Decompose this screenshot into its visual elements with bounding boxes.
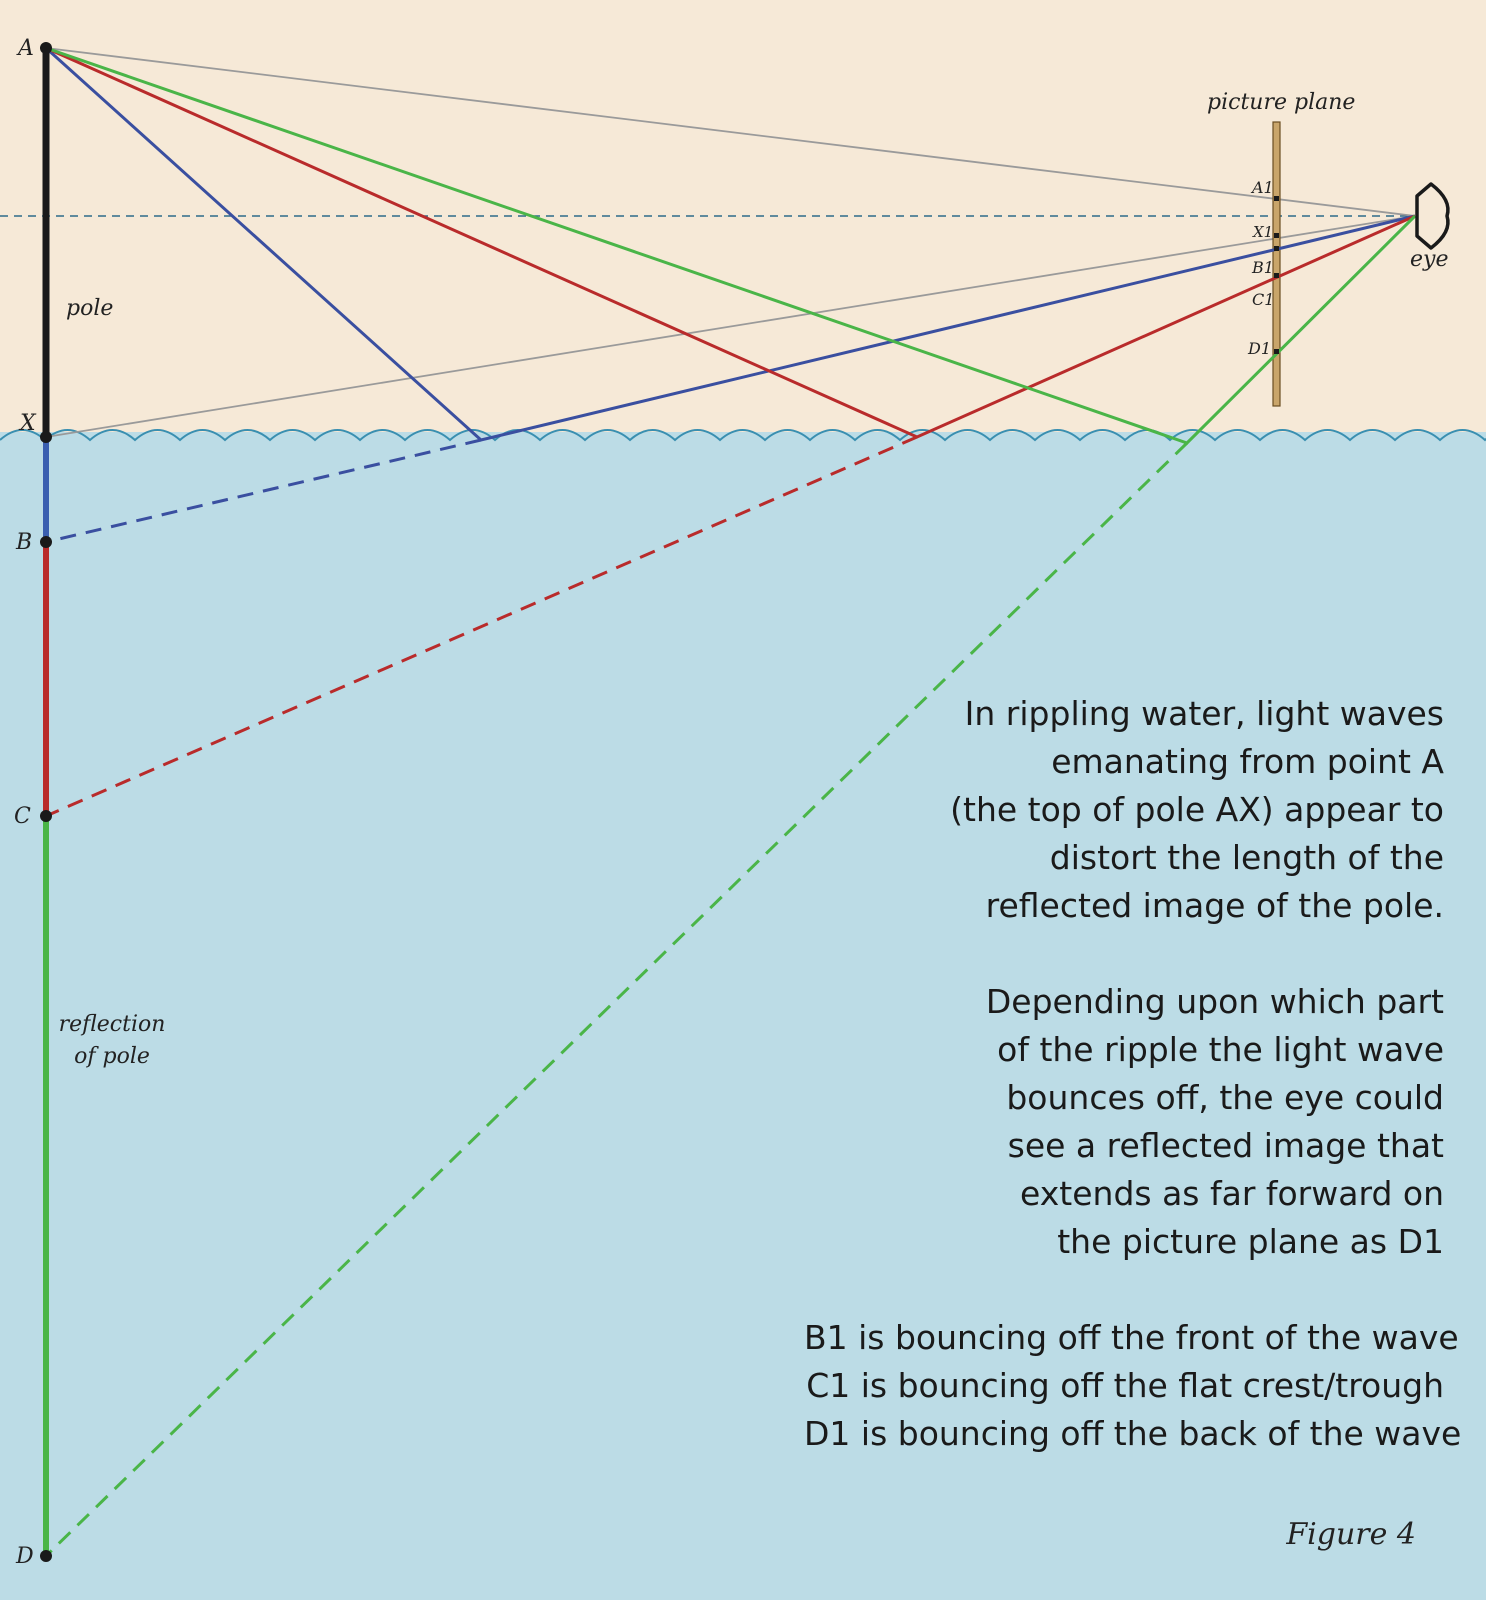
point-B [40,536,52,548]
point-A1 [1274,196,1279,201]
label-D1: D1 [1247,339,1271,358]
red-ray-extension [45,435,918,818]
caption-line: D1 is bouncing off the back of the wave [804,1414,1462,1453]
green-ray-extension [44,441,1189,1558]
label-A1: A1 [1250,178,1274,197]
caption-line: of the ripple the light wave [997,1030,1444,1069]
caption-paragraph-3: B1 is bouncing off the front of the wave… [804,1314,1462,1458]
label-B: B [15,530,32,555]
label-reflection-line1: reflection [59,1012,166,1037]
point-A [40,42,52,54]
point-D [40,1550,52,1562]
label-pole: pole [66,296,113,321]
caption-line: see a reflected image that [1007,1126,1444,1165]
point-X1 [1274,233,1279,238]
point-C1 [1274,273,1279,278]
picture-plane [1272,121,1281,407]
label-X1: X1 [1252,223,1273,241]
label-C: C [14,804,31,829]
caption-line: Depending upon which part [985,982,1444,1021]
caption-paragraph-2: Depending upon which part of the ripple … [804,978,1444,1266]
caption-line: emanating from point A [1051,742,1444,781]
label-B1: B1 [1251,258,1274,277]
label-A: A [16,36,34,61]
caption-line: bounces off, the eye could [1006,1078,1444,1117]
caption-line: (the top of pole AX) appear to [950,790,1444,829]
figure-label: Figure 4 [1286,1517,1416,1552]
caption-paragraph-1: In rippling water, light waves emanating… [804,690,1444,930]
explanation-caption: In rippling water, light waves emanating… [804,690,1462,1506]
sight-line-A [45,47,1416,217]
caption-line: B1 is bouncing off the front of the wave [804,1318,1459,1357]
label-D: D [15,1544,34,1569]
label-X: X [18,411,37,436]
label-eye: eye [1410,247,1448,272]
caption-line: the picture plane as D1 [1057,1222,1444,1261]
sight-line-X [45,215,1416,438]
eye-icon [1415,182,1450,250]
blue-ray-extension [45,438,482,544]
point-B1 [1274,246,1279,251]
caption-line: extends as far forward on [1020,1174,1444,1213]
caption-line: distort the length of the [1049,838,1444,877]
label-picture-plane: picture plane [1207,90,1355,115]
caption-line: In rippling water, light waves [964,694,1444,733]
label-C1: C1 [1252,290,1274,309]
point-C [40,810,52,822]
point-D1 [1274,349,1279,354]
label-reflection-line2: of pole [74,1044,150,1069]
water-surface-wave [0,429,1486,442]
caption-line: C1 is bouncing off the flat crest/trough [806,1366,1444,1405]
point-X [40,431,52,443]
water-area [0,432,1486,1600]
caption-line: reflected image of the pole. [985,886,1444,925]
